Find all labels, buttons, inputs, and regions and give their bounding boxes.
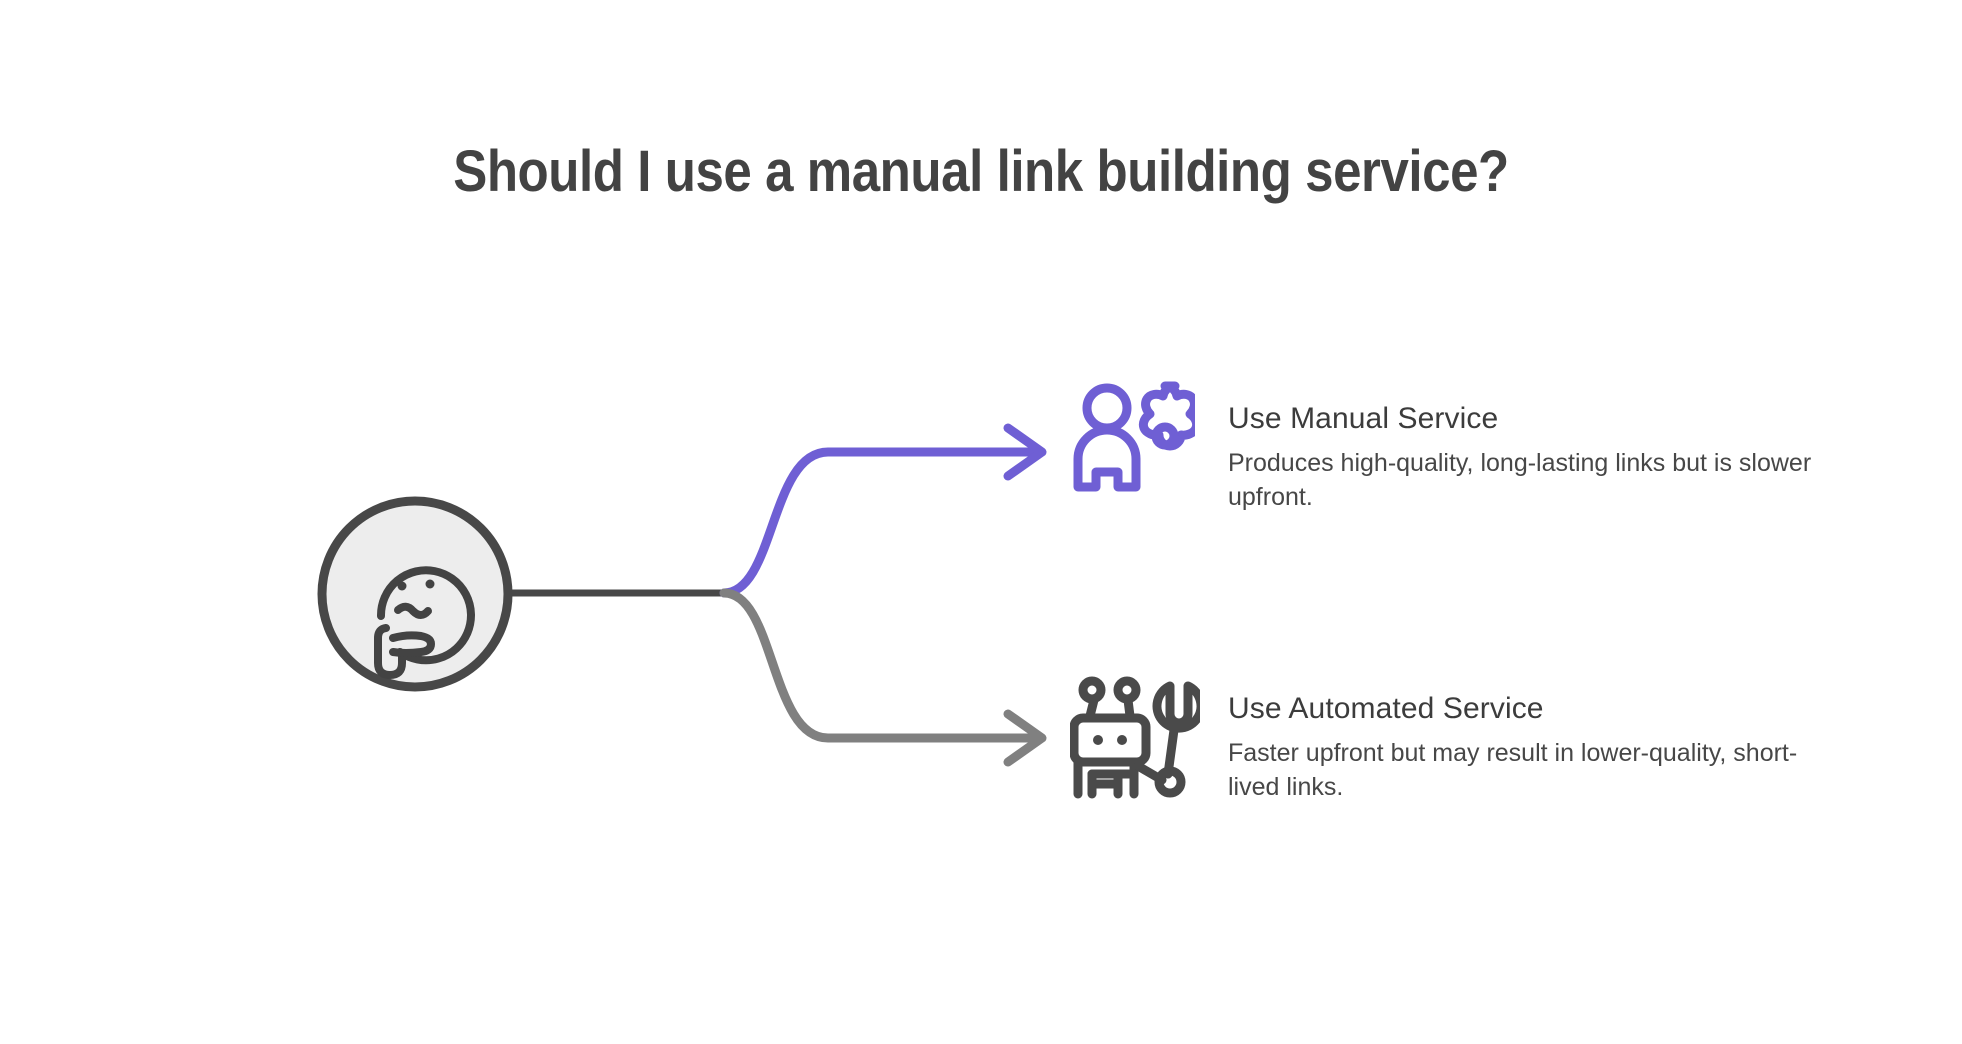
robot-wrench-icon <box>1069 676 1206 799</box>
page-title: Should I use a manual link building serv… <box>453 139 1509 204</box>
branch-text-manual: Use Manual Service Produces high-quality… <box>1228 400 1848 514</box>
branch-description-automated: Faster upfront but may result in lower-q… <box>1228 738 1798 801</box>
person-gear-icon <box>1073 381 1202 492</box>
branch-text-automated: Use Automated Service Faster upfront but… <box>1228 690 1848 804</box>
arrowhead-automated <box>1003 709 1047 767</box>
root-node[interactable] <box>317 496 513 692</box>
connector-manual <box>719 447 1037 598</box>
arrowhead-manual <box>1003 423 1047 481</box>
connector-automated <box>719 588 1037 743</box>
thinking-face-icon <box>374 566 475 679</box>
branch-title-automated: Use Automated Service <box>1228 692 1544 725</box>
branch-icon-manual[interactable] <box>1070 380 1202 500</box>
branch-description-manual: Produces high-quality, long-lasting link… <box>1228 448 1812 511</box>
branch-icon-automated[interactable] <box>1069 670 1206 800</box>
branch-title-manual: Use Manual Service <box>1228 402 1499 435</box>
